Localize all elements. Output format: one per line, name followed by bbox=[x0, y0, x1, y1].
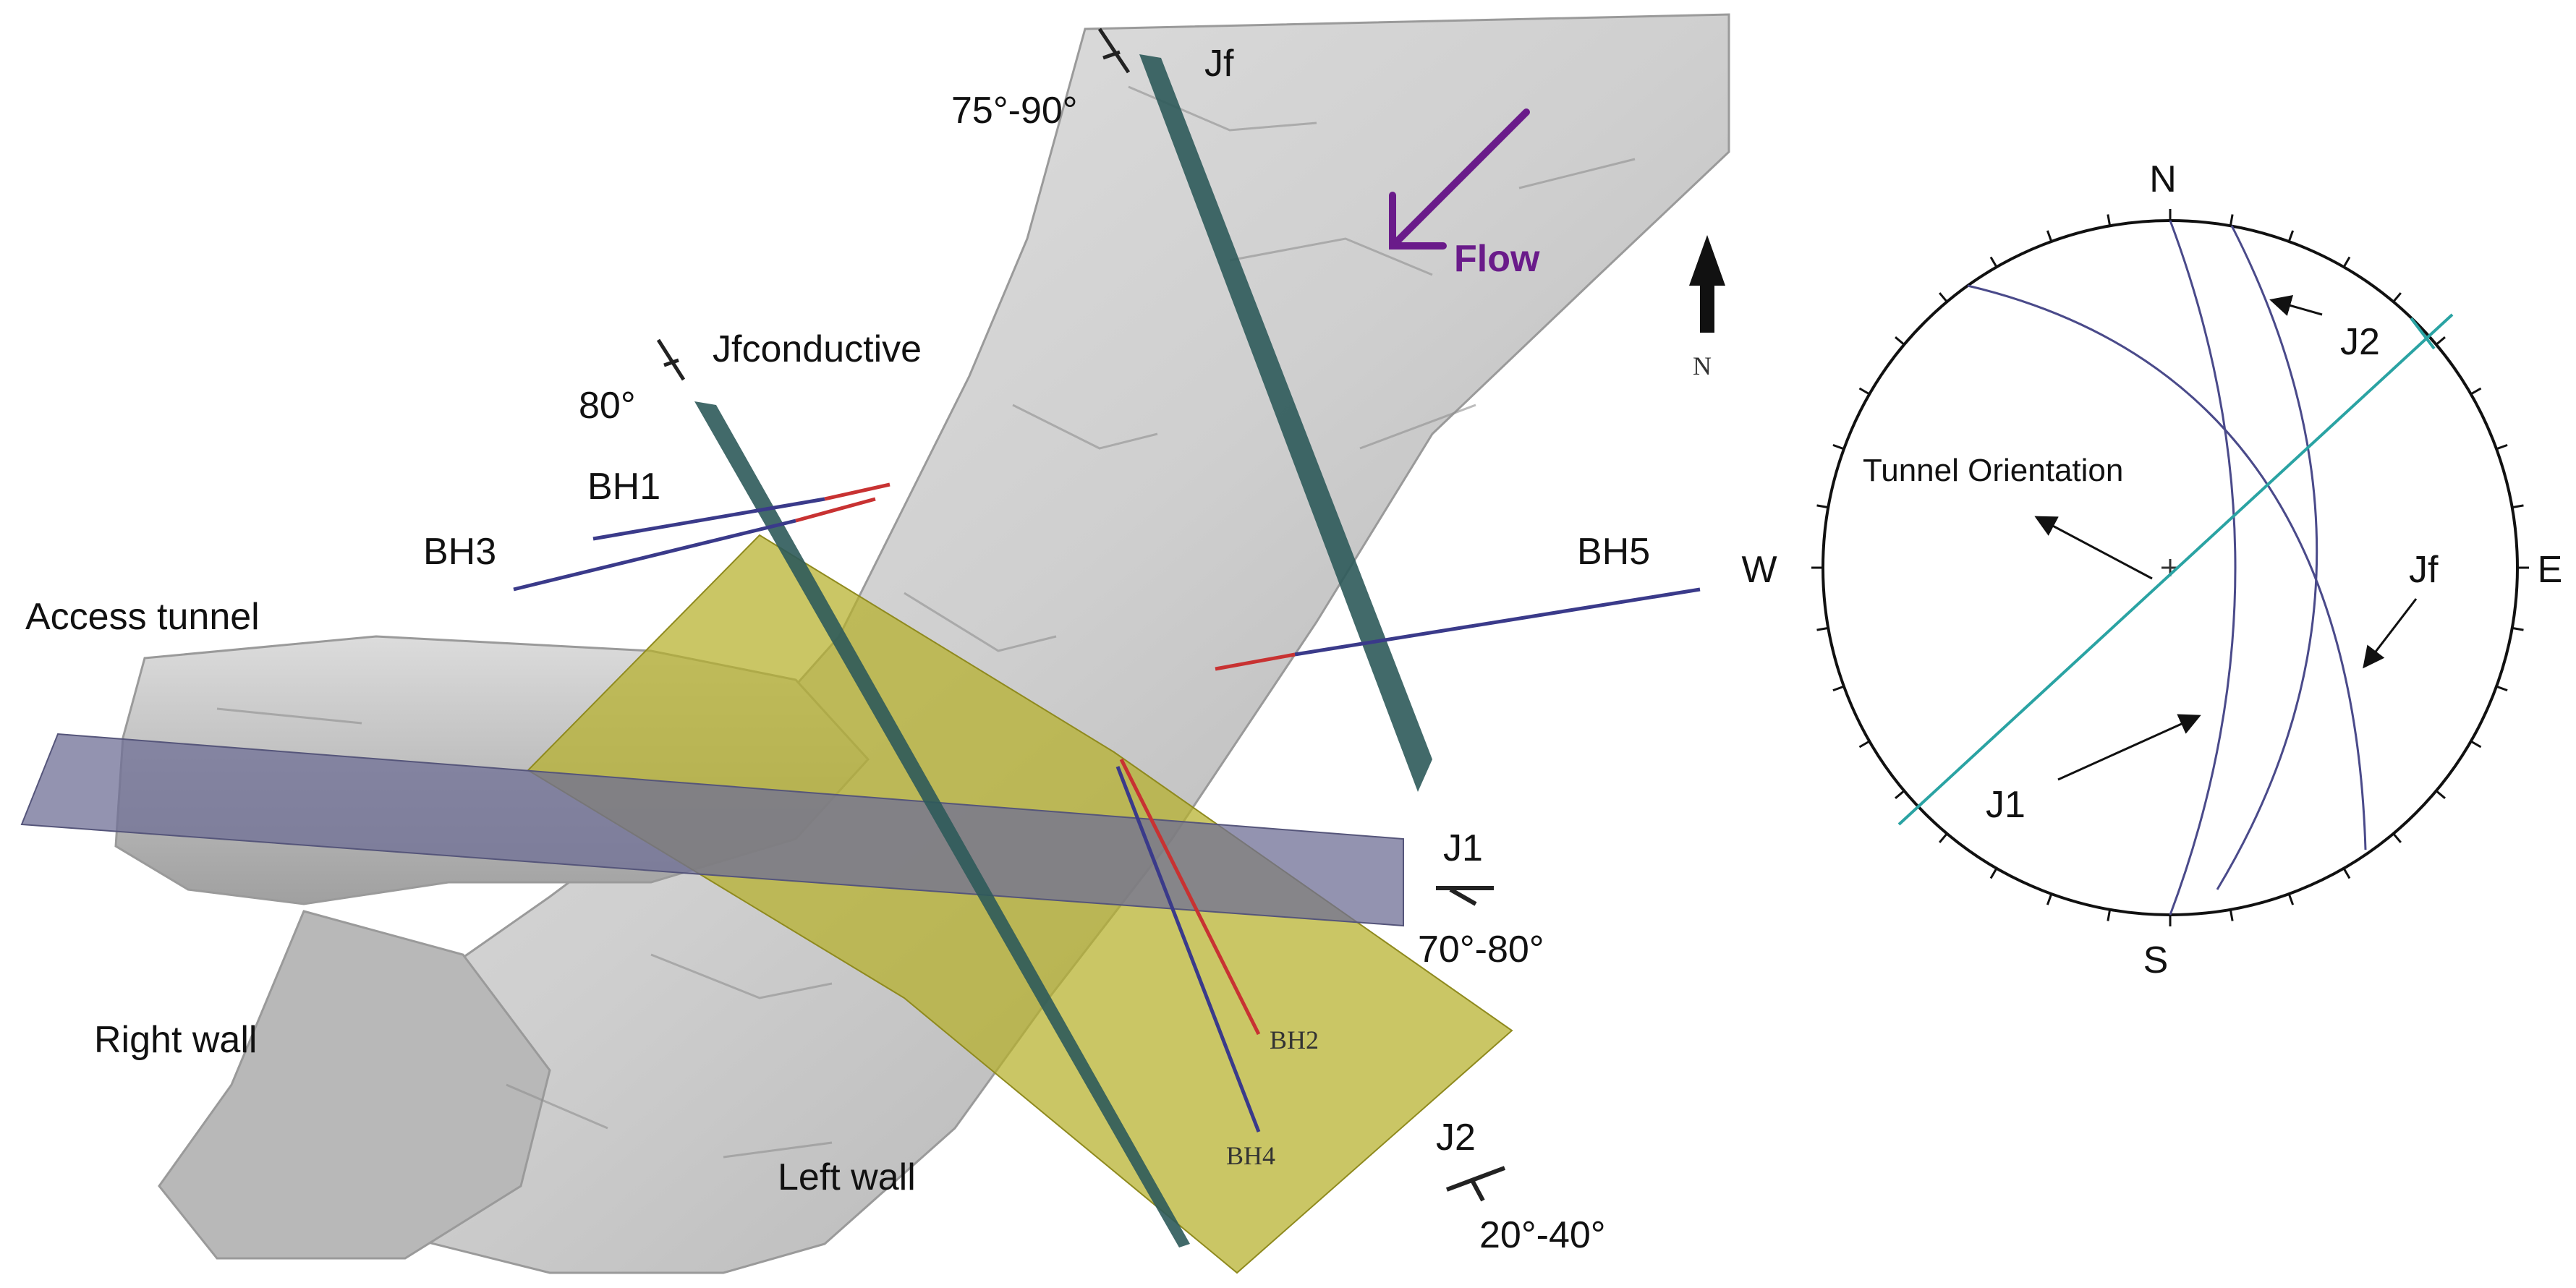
stereonet-tick bbox=[1939, 292, 1948, 303]
bh3-red bbox=[795, 497, 876, 523]
stereonet-tick bbox=[2046, 893, 2053, 905]
right-wall-label: Right wall bbox=[94, 1019, 257, 1061]
j2-dip-symbol bbox=[1445, 1166, 1506, 1202]
stereonet-tick bbox=[1832, 443, 1845, 451]
stereonet-tick bbox=[2392, 832, 2402, 843]
bh3-label: BH3 bbox=[423, 531, 496, 573]
bh3-line bbox=[513, 519, 796, 592]
j1-pointer bbox=[2057, 714, 2201, 781]
flow-label: Flow bbox=[1454, 238, 1540, 280]
j1-plane bbox=[20, 733, 1404, 927]
j2-label: J2 bbox=[1436, 1117, 1476, 1159]
jf-label: Jf bbox=[1204, 43, 1234, 85]
jf-conductive-label: Jfconductive bbox=[713, 328, 922, 370]
tunnel-orientation-tick bbox=[2410, 317, 2436, 350]
stereonet-tick bbox=[2470, 387, 2482, 396]
tunnel-orientation-line bbox=[1897, 313, 2454, 826]
stereonet-tick bbox=[2287, 893, 2295, 905]
bh5-red bbox=[1215, 652, 1296, 671]
stereonet-tick bbox=[2342, 867, 2351, 879]
jf-conductive-plane bbox=[694, 401, 1190, 1248]
stereonet-tick bbox=[2287, 230, 2295, 242]
stereonet-tick bbox=[2046, 230, 2053, 242]
rock-texture bbox=[216, 85, 1636, 1159]
stereonet-tick bbox=[2496, 685, 2508, 692]
flow-arrow bbox=[1389, 108, 1530, 250]
stereonet: N S E W Tunnel Orientation J1 J2 Jf bbox=[1741, 158, 2562, 981]
stereonet-pointers bbox=[2034, 294, 2418, 781]
stereonet-tick bbox=[2342, 256, 2351, 268]
j1-dip-symbol bbox=[1436, 886, 1494, 906]
north-arrow bbox=[1689, 235, 1725, 333]
stereonet-east-label: E bbox=[2538, 549, 2563, 591]
stereonet-tick bbox=[2470, 740, 2482, 749]
tunnel-orientation-label: Tunnel Orientation bbox=[1863, 453, 2123, 488]
j1-dip-label: 70°-80° bbox=[1418, 929, 1544, 971]
stereonet-tick bbox=[2229, 214, 2234, 226]
stereonet-tick bbox=[1816, 504, 1829, 509]
stereonet-tick bbox=[2496, 443, 2508, 451]
bh1-line bbox=[592, 497, 825, 541]
stereonet-tick bbox=[1832, 685, 1845, 692]
stereonet-south-label: S bbox=[2143, 939, 2169, 981]
stereonet-tick bbox=[1816, 626, 1829, 631]
tunnel-model: Jf 75°-90° Jfconductive 80° BH1 BH3 BH5 … bbox=[20, 13, 1730, 1274]
stereonet-ticks bbox=[1811, 209, 2529, 926]
access-tunnel-label: Access tunnel bbox=[25, 596, 260, 638]
stereonet-tick bbox=[2512, 504, 2524, 509]
jf-dip-symbol bbox=[1097, 27, 1131, 74]
stereonet-tick bbox=[2435, 790, 2446, 799]
right-wall-rock bbox=[158, 910, 551, 1260]
stereonet-tick bbox=[2435, 336, 2446, 346]
j1-great-circle bbox=[2169, 220, 2237, 916]
boreholes bbox=[513, 482, 1701, 1133]
jf-conductive-dip-label: 80° bbox=[579, 385, 636, 427]
stereonet-tick bbox=[2512, 626, 2524, 631]
j1-label: J1 bbox=[1443, 827, 1483, 869]
bh2-label: BH2 bbox=[1270, 1025, 1319, 1054]
stereonet-tick bbox=[1858, 740, 1871, 749]
stereonet-tick bbox=[2229, 909, 2234, 921]
j2-pointer bbox=[2269, 294, 2323, 316]
stereonet-j2-label: J2 bbox=[2340, 321, 2380, 363]
stereonet-tick bbox=[2392, 292, 2402, 303]
stereonet-tick bbox=[1989, 867, 1998, 879]
dip-symbols bbox=[656, 27, 1506, 1202]
jf-plane bbox=[1139, 54, 1432, 792]
north-arrow-label: N bbox=[1693, 351, 1712, 380]
stereonet-tick bbox=[2107, 214, 2112, 226]
bh4-line bbox=[1115, 766, 1261, 1133]
stereonet-north-label: N bbox=[2149, 158, 2177, 200]
stereonet-tick bbox=[1939, 832, 1948, 843]
j2-dip-label: 20°-40° bbox=[1479, 1214, 1606, 1256]
bh5-label: BH5 bbox=[1577, 531, 1650, 573]
stereonet-tick bbox=[1895, 790, 1905, 799]
jf-great-circle bbox=[1967, 284, 2367, 850]
stereonet-tick bbox=[1989, 256, 1998, 268]
tunnel-orientation-pointer bbox=[2034, 516, 2153, 580]
bh1-red bbox=[824, 482, 890, 501]
bh2-line bbox=[1119, 758, 1261, 1036]
stereonet-jf-label: Jf bbox=[2409, 549, 2439, 591]
stereonet-tick bbox=[1858, 387, 1871, 396]
jf-dip-label: 75°-90° bbox=[951, 90, 1078, 132]
bh4-label: BH4 bbox=[1226, 1141, 1275, 1170]
bh1-label: BH1 bbox=[587, 466, 660, 508]
stereonet-tick bbox=[1895, 336, 1905, 346]
left-wall-label: Left wall bbox=[778, 1156, 916, 1198]
j2-great-circle bbox=[2216, 225, 2318, 890]
bh5-line bbox=[1294, 587, 1701, 657]
stereonet-tick bbox=[2107, 909, 2112, 921]
main-tunnel-rock bbox=[237, 13, 1730, 1274]
jf-pointer bbox=[2363, 598, 2418, 669]
stereonet-j1-label: J1 bbox=[1986, 784, 2025, 826]
great-circles bbox=[1967, 220, 2367, 916]
jfconductive-dip-symbol bbox=[656, 338, 686, 381]
stereonet-west-label: W bbox=[1741, 549, 1777, 591]
